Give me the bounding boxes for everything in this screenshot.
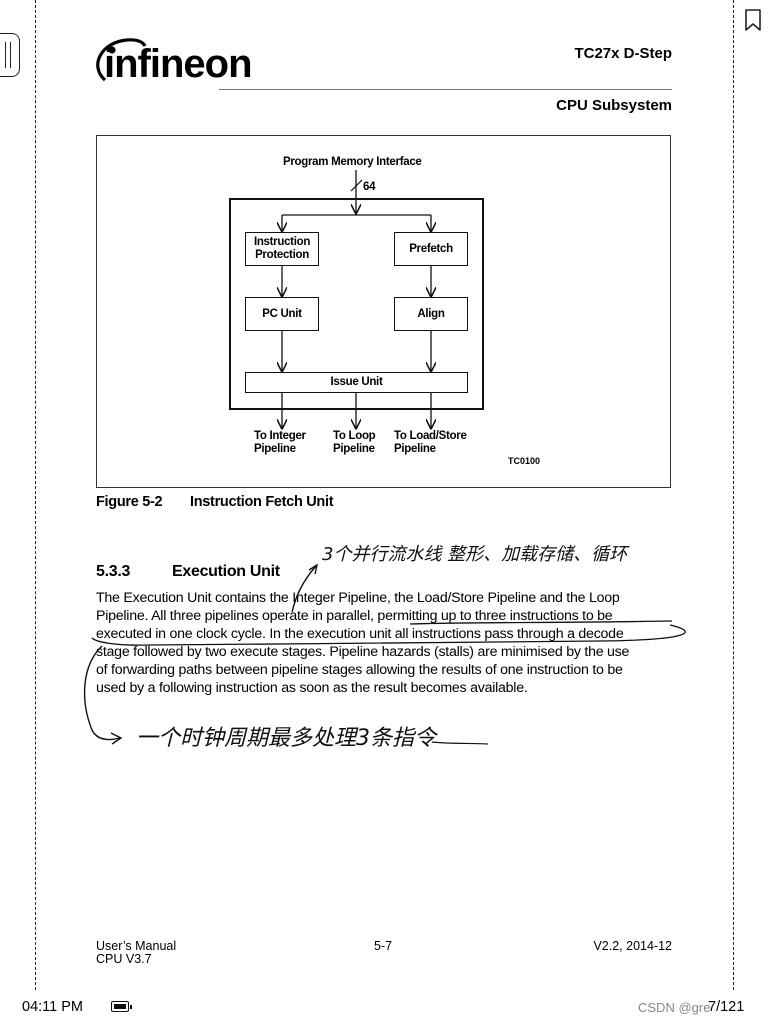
watermark-text: CSDN @gre — [638, 1000, 711, 1015]
document-title: TC27x D-Step — [574, 45, 672, 62]
footer-page-number: 5-7 — [374, 939, 393, 953]
output-integer-line1: To Integer — [254, 430, 306, 442]
figure-caption-title: Instruction Fetch Unit — [190, 494, 334, 510]
side-menu-handle[interactable] — [0, 33, 20, 77]
output-integer-line2: Pipeline — [254, 443, 296, 455]
page-counter[interactable]: 7/121 — [708, 999, 745, 1015]
handwritten-note-pipelines: 3个并行流水线 整形、加载存储、循环 — [322, 544, 628, 565]
body-line-3: executed in one clock cycle. In the exec… — [96, 626, 624, 642]
issue-unit-block: Issue Unit — [245, 372, 468, 393]
output-loadstore-line1: To Load/Store — [394, 430, 467, 442]
body-line-1: The Execution Unit contains the Integer … — [96, 590, 620, 606]
body-line-4: stage followed by two execute stages. Pi… — [96, 644, 630, 660]
section-heading: Execution Unit — [172, 563, 280, 580]
footer-version-date: V2.2, 2014-12 — [593, 939, 672, 953]
header-rule — [219, 89, 672, 90]
handwritten-note-three-instructions: 一个时钟周期最多处理3条指令 — [136, 726, 436, 751]
body-line-2: Pipeline. All three pipelines operate in… — [96, 608, 613, 624]
output-loop-line1: To Loop — [333, 430, 376, 442]
instruction-protection-line2: Protection — [255, 249, 309, 261]
logo-text: infineon — [104, 42, 253, 86]
section-number: 5.3.3 — [96, 563, 131, 580]
pc-unit-block: PC Unit — [245, 297, 319, 331]
infineon-logo: infineon — [93, 36, 253, 94]
instruction-protection-line1: Instruction — [253, 236, 311, 248]
left-margin-guide — [35, 0, 36, 990]
bus-width-label: 64 — [363, 181, 376, 193]
align-block: Align — [394, 297, 468, 331]
status-time: 04:11 PM — [22, 999, 83, 1015]
battery-icon — [111, 1001, 132, 1012]
bookmark-icon[interactable] — [744, 8, 762, 32]
right-margin-guide — [733, 0, 734, 990]
body-line-6: used by a following instruction as soon … — [96, 680, 528, 696]
output-loop-line2: Pipeline — [333, 443, 375, 455]
figure-code: TC0100 — [508, 456, 541, 466]
footer-cpu-version: CPU V3.7 — [96, 952, 152, 966]
footer-manual: User’s Manual — [96, 939, 177, 953]
section-title: CPU Subsystem — [556, 97, 672, 114]
figure-connectors — [0, 170, 768, 500]
prefetch-block: Prefetch — [394, 232, 468, 266]
output-loadstore-line2: Pipeline — [394, 443, 436, 455]
body-line-5: of forwarding paths between pipeline sta… — [96, 662, 623, 678]
figure-frame — [96, 135, 671, 488]
instruction-fetch-unit-box — [229, 198, 484, 410]
program-memory-interface-label: Program Memory Interface — [283, 156, 422, 168]
figure-caption-number: Figure 5-2 — [96, 494, 163, 510]
handwritten-marks — [83, 563, 686, 745]
